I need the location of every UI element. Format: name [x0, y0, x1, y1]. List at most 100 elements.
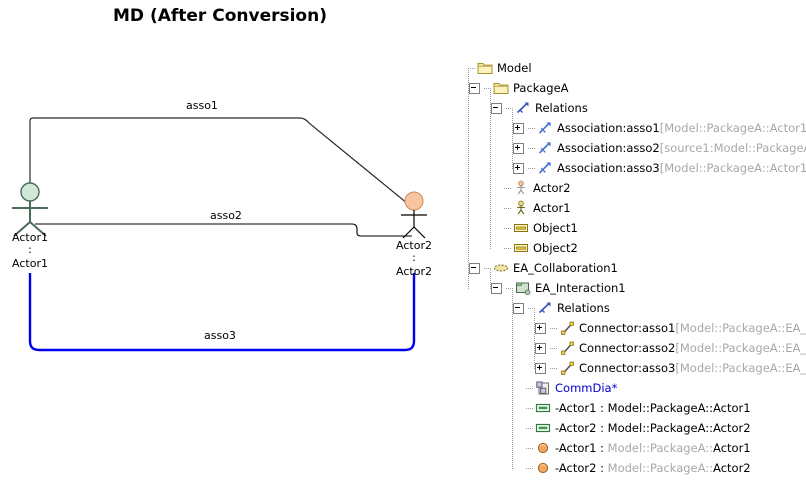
- object-icon: [513, 240, 529, 256]
- tree-guide: [490, 268, 491, 290]
- relations-icon: [537, 300, 553, 316]
- tree-item[interactable]: Actor2: [445, 178, 571, 198]
- tree-item[interactable]: -Actor2 : Model::PackageA::Actor2: [445, 458, 751, 478]
- expand-icon[interactable]: [535, 322, 546, 334]
- actor2-figure: [401, 191, 427, 239]
- tree-item[interactable]: Actor1: [445, 198, 571, 218]
- tree-item-label: Association:asso2[source1:Model::Package…: [557, 138, 806, 158]
- tree-item-label: EA_Collaboration1: [513, 261, 618, 275]
- tree-item-label: CommDia*: [555, 381, 618, 395]
- association-label-asso3: asso3: [204, 329, 236, 342]
- actor1-lifeline-label: Actor1: [12, 257, 48, 270]
- tree-item-label: Connector:asso2[Model::PackageA::EA_: [579, 341, 806, 355]
- twisty-spacer: [513, 444, 522, 453]
- tree-item[interactable]: -Actor2 : Model::PackageA::Actor2: [445, 418, 751, 438]
- expand-icon[interactable]: [513, 122, 524, 134]
- tree-item[interactable]: PackageA: [445, 78, 569, 98]
- relations-icon: [515, 100, 531, 116]
- lifeline-icon: [535, 420, 551, 436]
- tree-item-qualifier: [Model::PackageA::Actor1 - M: [659, 161, 806, 175]
- connector-icon: [559, 340, 575, 356]
- tree-connector-line: [526, 387, 533, 389]
- tree-connector-line: [506, 107, 513, 109]
- tree-item[interactable]: Model: [445, 58, 532, 78]
- tree-item[interactable]: Association:asso1[Model::PackageA::Actor…: [445, 118, 806, 138]
- tree-connector-line: [528, 167, 535, 169]
- tree-item-label: Association:asso1[Model::PackageA::Actor…: [557, 118, 806, 138]
- actor1-icon: [513, 200, 529, 216]
- tree-connector-line: [550, 347, 557, 349]
- twisty-spacer: [491, 244, 500, 253]
- tree-item-qualifier: [Model::PackageA::EA_: [675, 321, 806, 335]
- expand-icon[interactable]: [535, 342, 546, 354]
- tree-guide: [512, 108, 513, 170]
- collapse-icon[interactable]: [513, 302, 524, 314]
- collapse-icon[interactable]: [469, 262, 480, 274]
- twisty-spacer: [455, 64, 464, 73]
- tree-connector-line: [528, 307, 535, 309]
- tree-item[interactable]: Connector:asso2[Model::PackageA::EA_: [445, 338, 806, 358]
- tree-item-label: Connector:asso3[Model::PackageA::EA_: [579, 361, 806, 375]
- tree-item-label: Object1: [533, 221, 578, 235]
- actor2-label: Actor2: [396, 239, 432, 252]
- tree-connector-line: [484, 87, 491, 89]
- tree-item[interactable]: Connector:asso1[Model::PackageA::EA_: [445, 318, 806, 338]
- tree-item[interactable]: Object1: [445, 218, 578, 238]
- association-asso2-line: [35, 223, 412, 237]
- expand-icon[interactable]: [513, 142, 524, 154]
- object-icon: [513, 220, 529, 236]
- folder-icon: [477, 60, 493, 76]
- tree-item-label: -Actor1 : Model::PackageA::Actor1: [555, 441, 751, 455]
- collapse-icon[interactable]: [469, 82, 480, 94]
- twisty-spacer: [513, 464, 522, 473]
- association-icon: [537, 120, 553, 136]
- tree-item-label: -Actor2 : Model::PackageA::Actor2: [555, 461, 751, 475]
- tree-connector-line: [504, 227, 511, 229]
- collapse-icon[interactable]: [491, 282, 502, 294]
- tree-item-label: Model: [497, 61, 532, 75]
- tree-item[interactable]: Relations: [445, 98, 588, 118]
- tree-item[interactable]: Association:asso2[source1:Model::Package…: [445, 138, 806, 158]
- tree-item[interactable]: Connector:asso3[Model::PackageA::EA_: [445, 358, 806, 378]
- tree-item[interactable]: -Actor1 : Model::PackageA::Actor1: [445, 398, 751, 418]
- tree-guide: [512, 288, 513, 470]
- tree-item[interactable]: Object2: [445, 238, 578, 258]
- actor1-label: Actor1: [12, 231, 48, 244]
- twisty-spacer: [491, 204, 500, 213]
- tree-connector-line: [468, 67, 475, 69]
- tree-connector-line: [528, 147, 535, 149]
- association-label-asso2: asso2: [210, 209, 242, 222]
- tree-guide: [490, 88, 491, 250]
- interaction-icon: [515, 280, 531, 296]
- tree-connector-line: [526, 467, 533, 469]
- tree-item[interactable]: EA_Collaboration1: [445, 258, 618, 278]
- tree-item-label: Connector:asso1[Model::PackageA::EA_: [579, 321, 806, 335]
- tree-connector-line: [504, 187, 511, 189]
- instance-icon: [535, 440, 551, 456]
- expand-icon[interactable]: [535, 362, 546, 374]
- tree-item-label: -Actor1 : Model::PackageA::Actor1: [555, 401, 751, 415]
- expand-icon[interactable]: [513, 162, 524, 174]
- tree-item[interactable]: Association:asso3[Model::PackageA::Actor…: [445, 158, 806, 178]
- tree-item[interactable]: Relations: [445, 298, 610, 318]
- tree-item-qualifier: [source1:Model::PackageA::A: [659, 141, 806, 155]
- actor2-separator: :: [412, 251, 416, 264]
- communication-diagram: asso1 asso2 asso3 Actor1 : Actor1 Actor2…: [12, 99, 432, 352]
- page-title: MD (After Conversion): [113, 6, 327, 26]
- tree-item-qualifier: [Model::PackageA::Actor1 - M: [659, 121, 806, 135]
- tree-item[interactable]: CommDia*: [445, 378, 617, 398]
- tree-connector-line: [550, 327, 557, 329]
- association-asso1-line: [29, 117, 414, 209]
- tree-item-label: Association:asso3[Model::PackageA::Actor…: [557, 158, 806, 178]
- tree-item-label: Relations: [535, 101, 588, 115]
- tree-item-label: Actor1: [533, 201, 571, 215]
- tree-item[interactable]: EA_Interaction1: [445, 278, 626, 298]
- tree-item[interactable]: -Actor1 : Model::PackageA::Actor1: [445, 438, 751, 458]
- folder-icon: [493, 80, 509, 96]
- actor1-separator: :: [28, 243, 32, 256]
- collapse-icon[interactable]: [491, 102, 502, 114]
- tree-connector-line: [506, 287, 513, 289]
- association-label-asso1: asso1: [186, 99, 218, 112]
- actor1-figure: [12, 182, 48, 237]
